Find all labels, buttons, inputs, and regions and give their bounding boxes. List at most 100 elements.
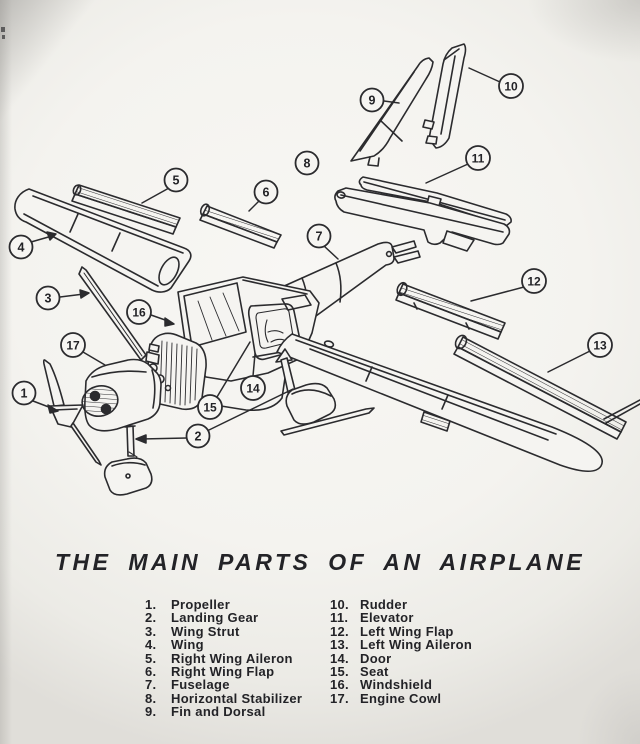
- callout-14-badge: 14: [240, 353, 266, 401]
- svg-text:15: 15: [203, 401, 217, 415]
- svg-text:6: 6: [263, 186, 270, 200]
- legend-item-number: 5.: [145, 650, 157, 666]
- main-gear-drawing: [275, 348, 375, 436]
- legend-item: 13. Left Wing Aileron: [330, 637, 473, 653]
- svg-text:1: 1: [21, 387, 28, 401]
- callout-6-badge: 6: [248, 179, 279, 212]
- pitot-tube-drawing: [603, 399, 640, 424]
- engine-cowl-drawing: [81, 358, 162, 432]
- legend-item-number: 17.: [330, 690, 349, 706]
- legend-item: 6. Right Wing Flap: [145, 664, 330, 680]
- svg-text:2: 2: [195, 430, 202, 444]
- legend-item-number: 11.: [330, 610, 349, 626]
- legend-item-number: 6.: [145, 664, 157, 680]
- photo-corner-shadow: [550, 624, 640, 744]
- callout-2-badge: 2: [135, 388, 294, 449]
- callout-15-badge: 15: [197, 341, 251, 420]
- legend-item-label: Rudder: [360, 597, 408, 612]
- legend-item-label: Left Wing Flap: [360, 623, 454, 639]
- legend-item: 9.Fin and Dorsal: [145, 704, 330, 720]
- svg-text:12: 12: [527, 275, 541, 289]
- legend-item: 5. Right Wing Aileron: [145, 650, 330, 666]
- legend-item: 12. Left Wing Flap: [330, 623, 472, 639]
- seat-drawing: [264, 319, 285, 343]
- right-flap-drawing: [199, 203, 282, 249]
- legend-item-label: Horizontal Stabilizer: [171, 690, 303, 706]
- svg-text:7: 7: [316, 230, 323, 244]
- callout-13-badge: 13: [547, 332, 613, 373]
- legend-item-number: 16.: [330, 677, 349, 693]
- legend-item: 14. Door: [330, 650, 472, 666]
- legend-item-label: Fin and Dorsal: [171, 704, 266, 720]
- left-flap-drawing: [395, 281, 506, 340]
- photo-speck: [2, 35, 5, 39]
- wing-strut-drawing: [78, 266, 147, 361]
- legend-column-left: 1.Propeller 2.Landing Gear 3.Wing Strut …: [145, 598, 330, 719]
- callout-1-badge: 1: [11, 380, 59, 414]
- svg-text:8: 8: [304, 157, 311, 171]
- legend-item-number: 3.: [145, 623, 157, 639]
- rudder-drawing: [422, 43, 467, 149]
- legend-item-label: Door: [360, 650, 392, 666]
- propeller-drawing: [42, 359, 102, 466]
- legend-item: 10. Rudder: [330, 597, 472, 612]
- callout-4-badge: 4: [8, 231, 57, 260]
- windshield-drawing: [183, 282, 247, 348]
- callout-3-badge: 3: [35, 285, 90, 311]
- legend-item: 3.Wing Strut: [145, 623, 330, 639]
- legend-item-number: 15.: [330, 664, 349, 680]
- horizontal-stabilizer-drawing: [334, 187, 511, 252]
- svg-text:13: 13: [593, 339, 607, 353]
- callout-7-badge: 7: [306, 223, 339, 260]
- svg-text:10: 10: [504, 80, 518, 94]
- callout-9-badge: 9: [359, 87, 400, 113]
- left-aileron-drawing: [453, 334, 627, 440]
- svg-text:14: 14: [246, 382, 260, 396]
- legend-item-label: Left Wing Aileron: [360, 637, 473, 653]
- legend-item-label: Propeller: [171, 597, 231, 612]
- legend-item-label: Engine Cowl: [360, 690, 442, 706]
- legend-item-label: Right Wing Flap: [171, 664, 275, 680]
- callout-11-badge: 11: [425, 145, 491, 184]
- callout-12-badge: 12: [470, 268, 547, 302]
- svg-text:4: 4: [18, 241, 25, 255]
- svg-text:11: 11: [472, 152, 485, 166]
- svg-text:9: 9: [369, 94, 376, 108]
- legend-item-number: 7.: [145, 677, 157, 693]
- legend-item-label: Windshield: [360, 677, 433, 693]
- callout-5-badge: 5: [141, 167, 189, 204]
- legend-item: 11. Elevator: [330, 610, 472, 626]
- svg-text:3: 3: [45, 292, 52, 306]
- legend-item-label: Elevator: [360, 610, 414, 626]
- legend-item: 1. Propeller: [145, 597, 330, 612]
- legend-item-number: 12.: [330, 623, 349, 639]
- callout-16-badge: 16: [126, 299, 175, 327]
- svg-text:5: 5: [173, 174, 180, 188]
- legend-item: 4.Wing: [145, 637, 330, 653]
- legend-item-number: 10.: [330, 597, 349, 612]
- legend-item-label: Landing Gear: [171, 610, 259, 626]
- callout-8-badge: 8: [294, 150, 320, 176]
- legend-item: 2.Landing Gear: [145, 610, 330, 626]
- legend-item-label: Wing: [171, 637, 204, 653]
- photo-speck: [1, 27, 5, 32]
- legend-item-number: 8.: [145, 690, 157, 706]
- parts-legend: 1.Propeller 2.Landing Gear 3.Wing Strut …: [145, 598, 472, 719]
- legend-item: 8. Horizontal Stabilizer: [145, 690, 330, 706]
- nose-gear-drawing: [103, 425, 153, 496]
- legend-item-number: 13.: [330, 637, 349, 653]
- legend-item-number: 1.: [145, 597, 157, 612]
- callout-10-badge: 10: [468, 67, 524, 99]
- callout-17-badge: 17: [60, 332, 106, 366]
- legend-column-right: 10.Rudder 11.Elevator 12.Left Wing Flap …: [330, 598, 472, 719]
- firewall-drawing: [145, 332, 207, 411]
- callouts: 1 2 3 4 5 6 7 8 9 10 11 12 13 14 15 16 1…: [8, 67, 613, 449]
- diagram-title: THE MAIN PARTS OF AN AIRPLANE: [54, 549, 586, 575]
- airplane-exploded-diagram: 1 2 3 4 5 6 7 8 9 10 11 12 13 14 15 16 1…: [8, 43, 640, 496]
- right-aileron-drawing: [71, 184, 181, 235]
- legend-item-label: Right Wing Aileron: [171, 650, 293, 666]
- legend-item-number: 14.: [330, 650, 349, 666]
- legend-item-label: Fuselage: [171, 677, 230, 693]
- legend-item: 16. Windshield: [330, 677, 472, 693]
